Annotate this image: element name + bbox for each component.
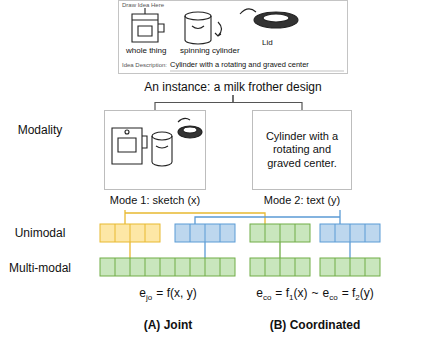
coordination-line	[279, 242, 280, 258]
feature-bars	[100, 224, 380, 276]
unimodal-bar	[320, 224, 380, 242]
lid-center	[183, 127, 197, 133]
lid-sketch	[254, 12, 298, 28]
cell-dividers	[335, 224, 365, 242]
form-header: Draw Idea Here	[122, 2, 164, 9]
row-label: Modality	[18, 123, 63, 137]
subscript: co	[329, 293, 337, 302]
sketch-outline	[104, 110, 206, 190]
formula-part: (x)	[293, 286, 307, 300]
panel-title: (A) Joint	[144, 318, 193, 332]
joint-formula: ejo = f(x, y)	[139, 286, 196, 303]
cylinder-top	[152, 132, 172, 140]
branch-connector	[233, 95, 302, 110]
lid-center	[263, 14, 289, 22]
joint-bar	[100, 258, 235, 276]
row-label: Unimodal	[15, 226, 66, 240]
row-label: Multi-modal	[9, 261, 71, 275]
mode-caption: Mode 2: text (y)	[264, 194, 340, 207]
formula-part: = f(x, y)	[156, 286, 196, 300]
cell-dividers	[115, 258, 220, 276]
mode-caption: Mode 1: sketch (x)	[110, 194, 200, 207]
lid-sketch	[178, 126, 202, 138]
cell-dividers	[190, 224, 220, 242]
machine-sketch	[112, 128, 147, 164]
coordinated-formula: eco= f1(x)~eco= f2(y)	[256, 286, 374, 303]
subscript: 1	[289, 293, 293, 302]
cell-dividers	[265, 224, 295, 242]
row-label: Modality	[18, 123, 63, 137]
cell-dividers	[265, 258, 295, 276]
cylinder-sketch	[152, 136, 172, 166]
text-outline: Cylinder with a rotating and graved cent…	[252, 110, 352, 190]
sketch-box: Mode 1: sketch (x)	[104, 110, 206, 208]
lid-arrow	[178, 118, 190, 122]
formula-part: e	[139, 286, 146, 300]
panel-title: (A) Joint	[144, 318, 193, 332]
fusion-line	[129, 242, 130, 258]
subscript: 2	[355, 293, 359, 302]
formula-part: = f	[275, 286, 289, 300]
text-feature-line	[195, 210, 340, 224]
idea-description: Cylinder with a rotating and graved cent…	[170, 60, 309, 69]
coordination-line	[349, 242, 350, 258]
machine-sketch	[132, 8, 164, 42]
sketch-form: Draw Idea Here whole thing spinning cylind…	[118, 0, 348, 95]
text-box: Cylinder with a rotating and graved cent…	[252, 110, 352, 208]
formula-part: = f	[342, 286, 356, 300]
subscript: jo	[146, 293, 152, 302]
cylinder-sketch	[185, 16, 211, 44]
cell-dividers	[115, 224, 145, 242]
row-label: Multi-modal	[9, 261, 71, 275]
unimodal-bar	[175, 224, 235, 242]
spin-arrow	[215, 22, 222, 36]
lid-arrow	[240, 9, 256, 14]
branch-connector	[155, 95, 233, 110]
fusion-line	[204, 242, 205, 258]
subscript: co	[263, 293, 271, 302]
unimodal-bar	[250, 224, 310, 242]
sketch-illustration	[112, 118, 202, 166]
formula-part: e	[256, 286, 263, 300]
cell-dividers	[335, 258, 365, 276]
unimodal-bar	[100, 224, 160, 242]
cylinder-top	[185, 12, 211, 20]
panel-title: (B) Coordinated	[270, 318, 361, 332]
instance-heading: An instance: a milk frother design	[144, 80, 321, 94]
sketch-note: whole thing	[126, 46, 166, 56]
row-label: Unimodal	[15, 226, 66, 240]
machine-knob	[125, 130, 129, 134]
panel-title: (B) Coordinated	[270, 318, 361, 332]
sketch-note: spinning cylinder	[180, 46, 240, 56]
form-field-label: Idea Description:	[122, 62, 167, 69]
formula-part: (y)	[360, 286, 374, 300]
formula-part: e	[323, 286, 330, 300]
answer-line	[170, 71, 344, 72]
coordinated-bar	[320, 258, 380, 276]
formula-part: ~	[311, 286, 318, 300]
coordinated-bar	[250, 258, 310, 276]
form-sketch	[132, 8, 344, 71]
mode-text: Cylinder with a rotating and graved cent…	[258, 130, 346, 170]
sketch-note: Lid	[262, 38, 273, 48]
